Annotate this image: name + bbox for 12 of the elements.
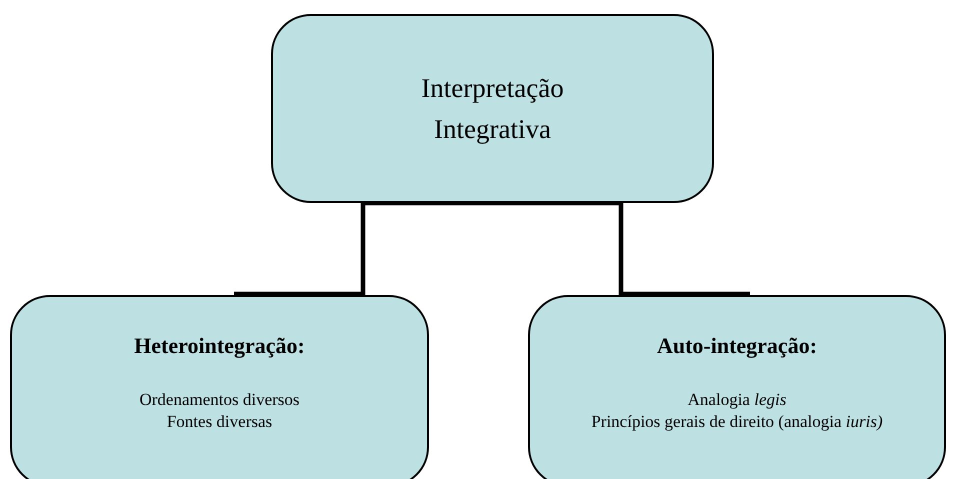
box-text: Fontes diversas: [166, 411, 272, 434]
box-text: Ordenamentos diversos: [139, 389, 300, 411]
connector-line: [234, 200, 492, 296]
rounded-box: [528, 295, 946, 479]
rounded-box: [271, 14, 714, 203]
box-text: Analogia legis: [688, 389, 786, 411]
rounded-box: [10, 295, 429, 479]
box-text: Princípios gerais de direito (analogia iuris): [591, 411, 883, 434]
connector-line: [492, 200, 750, 296]
box-heading: Auto-integração:: [656, 333, 818, 359]
box-heading: Heterointegração:: [134, 333, 305, 359]
box-title: Interpretação Integrativa: [420, 72, 565, 146]
